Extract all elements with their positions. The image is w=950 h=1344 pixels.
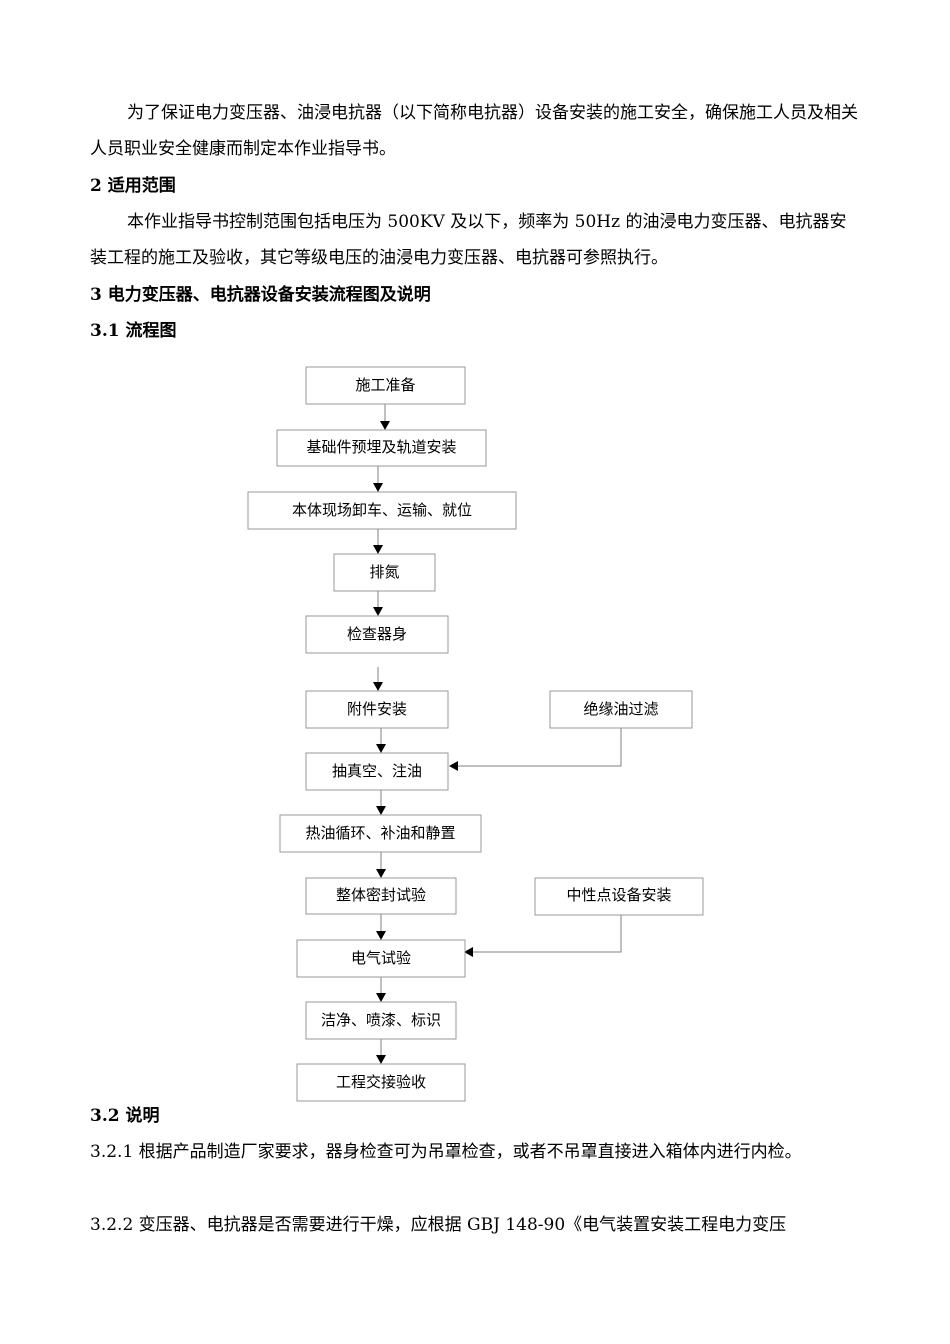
svg-text:抽真空、注油: 抽真空、注油 bbox=[332, 762, 422, 780]
clause-3-2-2: 3.2.2 变压器、电抗器是否需要进行干燥，应根据 GBJ 148-90《电气装… bbox=[90, 1215, 787, 1235]
svg-text:整体密封试验: 整体密封试验 bbox=[336, 886, 426, 904]
arrow-down-icon bbox=[373, 682, 383, 691]
svg-text:基础件预埋及轨道安装: 基础件预埋及轨道安装 bbox=[306, 438, 456, 456]
side-connector bbox=[455, 728, 622, 767]
svg-text:电气试验: 电气试验 bbox=[351, 949, 411, 967]
flow-step-9: 电气试验 bbox=[296, 939, 466, 978]
section-3-heading: 3 电力变压器、电抗器设备安装流程图及说明 bbox=[90, 285, 431, 305]
flow-step-11: 工程交接验收 bbox=[296, 1063, 466, 1102]
svg-text:排氮: 排氮 bbox=[369, 563, 399, 581]
arrow-down-icon bbox=[376, 869, 386, 878]
flow-step-1: 基础件预埋及轨道安装 bbox=[276, 429, 487, 467]
flow-step-6: 抽真空、注油 bbox=[305, 752, 449, 791]
svg-text:中性点设备安装: 中性点设备安装 bbox=[566, 886, 671, 904]
flow-step-10: 洁净、喷漆、标识 bbox=[305, 1001, 457, 1040]
section-3-1-heading: 3.1 流程图 bbox=[90, 321, 177, 341]
section-2-heading: 2 适用范围 bbox=[90, 176, 176, 196]
intro-paragraph: 为了保证电力变压器、油浸电抗器（以下简称电抗器）设备安装的施工安全，确保施工人员… bbox=[90, 103, 858, 159]
side-step-oil-filter: 绝缘油过滤 bbox=[549, 690, 693, 729]
svg-text:附件安装: 附件安装 bbox=[347, 700, 407, 718]
flow-step-5: 附件安装 bbox=[305, 690, 449, 729]
arrow-down-icon bbox=[376, 1055, 386, 1064]
flow-step-8: 整体密封试验 bbox=[305, 877, 457, 915]
side-connector bbox=[470, 915, 622, 953]
section-2-body: 本作业指导书控制范围包括电压为 500KV 及以下，频率为 50Hz 的油浸电力… bbox=[90, 212, 847, 268]
arrow-down-icon bbox=[376, 806, 386, 815]
svg-text:热油循环、补油和静置: 热油循环、补油和静置 bbox=[305, 824, 455, 842]
arrow-down-icon bbox=[373, 545, 383, 554]
side-step-neutral-equipment: 中性点设备安装 bbox=[534, 877, 704, 916]
section-3-2-heading: 3.2 说明 bbox=[90, 1106, 160, 1126]
flow-step-7: 热油循环、补油和静置 bbox=[279, 814, 482, 853]
arrow-down-icon bbox=[380, 421, 390, 430]
arrow-down-icon bbox=[376, 993, 386, 1002]
svg-text:本体现场卸车、运输、就位: 本体现场卸车、运输、就位 bbox=[292, 501, 472, 519]
flow-step-0: 施工准备 bbox=[305, 366, 466, 405]
arrow-left-icon bbox=[464, 947, 473, 957]
flow-step-4: 检查器身 bbox=[305, 615, 449, 654]
svg-text:施工准备: 施工准备 bbox=[355, 376, 415, 394]
svg-text:检查器身: 检查器身 bbox=[347, 625, 407, 643]
svg-text:工程交接验收: 工程交接验收 bbox=[336, 1073, 426, 1091]
arrow-down-icon bbox=[373, 483, 383, 492]
svg-text:绝缘油过滤: 绝缘油过滤 bbox=[583, 700, 658, 718]
flow-step-3: 排氮 bbox=[333, 553, 436, 592]
arrow-down-icon bbox=[376, 931, 386, 940]
arrow-left-icon bbox=[449, 761, 458, 771]
svg-text:洁净、喷漆、标识: 洁净、喷漆、标识 bbox=[321, 1011, 441, 1029]
flow-step-2: 本体现场卸车、运输、就位 bbox=[247, 491, 517, 530]
arrow-down-icon bbox=[373, 607, 383, 616]
clause-3-2-1: 3.2.1 根据产品制造厂家要求，器身检查可为吊罩检查，或者不吊罩直接进入箱体内… bbox=[90, 1142, 802, 1162]
arrow-down-icon bbox=[376, 744, 386, 753]
